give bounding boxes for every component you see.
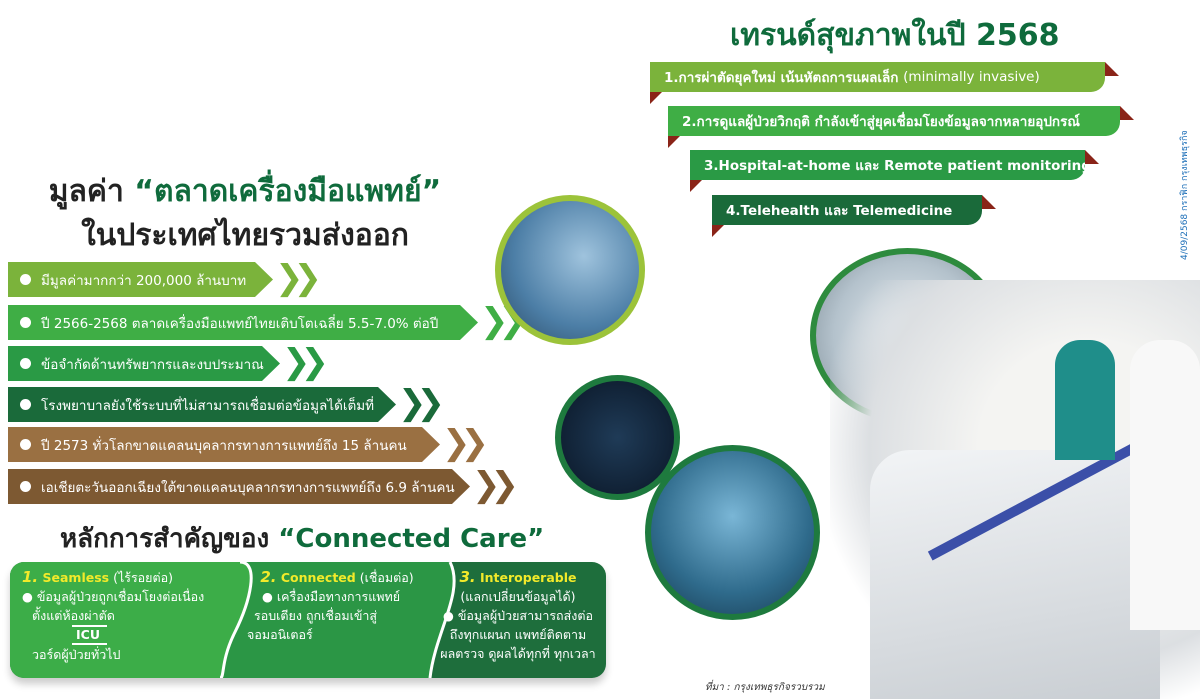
principle-sub: (เชื่อมต่อ) [359,570,414,585]
trend-label: 2.การดูแลผู้ป่วยวิกฤติ กำลังเข้าสู่ยุคเช… [682,114,1080,130]
principle-1: 1. Seamless (ไร้รอยต่อ) ● ข้อมูลผู้ป่วยถ… [12,562,237,678]
market-bullet: ข้อจำกัดด้านทรัพยากรและงบประมาณ [8,346,280,381]
principle-line: ● เครื่องมือทางการแพทย์ [262,589,401,604]
principle-num: 3. [459,568,476,586]
trend-label: 1.การผ่าตัดยุคใหม่ เน้นหัตถการแผลเล็ก [664,70,899,86]
wave-background [10,562,456,678]
photo-hospital-bed [830,280,1200,699]
title-highlight: “ตลาดเครื่องมือแพทย์” [134,174,442,209]
side-credit: 4/09/2568 กราฟิก กรุงเทพธุรกิจ [1180,130,1190,260]
principle-line: จอมอนิเตอร์ [247,627,313,642]
chevron-arrows-icon: ❯❯ [282,342,329,382]
principle-2: 2. Connected (เชื่อมต่อ) ● เครื่องมือทาง… [232,562,442,678]
trends-title: เทรนด์สุขภาพในปี 2568 [730,18,1060,53]
principle-name: Seamless [42,570,110,585]
market-bullet: เอเชียตะวันออกเฉียงใต้ขาดแคลนบุคลากรทางก… [8,469,470,504]
principle-3: 3. Interoperable (แลกเปลี่ยนข้อมูลได้) ●… [430,562,606,678]
title-prefix: มูลค่า [48,174,135,209]
title-line2: ในประเทศไทยรวมส่งออก [81,218,409,253]
principle-sub: (ไร้รอยต่อ) [113,570,174,585]
market-bullet: โรงพยาบาลยังใช้ระบบที่ไม่สามารถเชื่อมต่อ… [8,387,396,422]
bullet-text: โรงพยาบาลยังใช้ระบบที่ไม่สามารถเชื่อมต่อ… [41,397,375,414]
bullet-dot-icon [20,274,31,285]
market-bullet: ปี 2573 ทั่วโลกขาดแคลนบุคลากรทางการแพทย์… [8,427,440,462]
bullet-dot-icon [20,358,31,369]
photo-operating-room [645,445,820,620]
principle-num: 1. [22,568,39,586]
principle-line: ผลตรวจ ดูผลได้ทุกที่ ทุกเวลา [440,646,596,661]
bullet-text: ปี 2573 ทั่วโลกขาดแคลนบุคลากรทางการแพทย์… [41,437,407,454]
bullet-dot-icon [20,439,31,450]
principle-line: ● ข้อมูลผู้ป่วยสามารถส่งต่อ [443,608,593,623]
chevron-arrows-icon: ❯❯ [275,258,322,298]
principle-name: Connected [280,570,356,585]
chevron-arrows-icon: ❯❯ [442,423,489,463]
market-bullet: มีมูลค่ามากกว่า 200,000 ล้านบาท [8,262,273,297]
connected-care-title: หลักการสำคัญของ “Connected Care” [60,518,544,559]
principle-sub: (แลกเปลี่ยนข้อมูลได้) [460,589,576,604]
bullet-dot-icon [20,481,31,492]
trend-item-1: 1.การผ่าตัดยุคใหม่ เน้นหัตถการแผลเล็ก (m… [650,62,1119,92]
principle-line: ตั้งแต่ห้องผ่าตัด [32,608,115,623]
principle-name: Interoperable [480,570,577,585]
trend-label: 4.Telehealth และ Telemedicine [726,203,953,219]
bullet-dot-icon [20,399,31,410]
cc-title-highlight: “Connected Care” [278,524,545,554]
cc-title-prefix: หลักการสำคัญของ [60,524,279,554]
icu-label: ICU [72,625,107,645]
market-title: มูลค่า “ตลาดเครื่องมือแพทย์” ในประเทศไทย… [20,170,470,258]
bullet-text: ปี 2566-2568 ตลาดเครื่องมือแพทย์ไทยเติบโ… [41,315,439,332]
source-note: ที่มา : กรุงเทพธุรกิจรวบรวม [705,682,825,693]
bullet-dot-icon [20,317,31,328]
bullet-text: ข้อจำกัดด้านทรัพยากรและงบประมาณ [41,356,264,373]
market-bullet: ปี 2566-2568 ตลาดเครื่องมือแพทย์ไทยเติบโ… [8,305,478,340]
photo-vital-monitor [555,375,680,500]
trend-extra: (minimally invasive) [903,69,1040,85]
bullet-text: มีมูลค่ามากกว่า 200,000 ล้านบาท [41,272,247,289]
principle-line: รอบเตียง ถูกเชื่อมเข้าสู่ [254,608,378,623]
bullet-text: เอเชียตะวันออกเฉียงใต้ขาดแคลนบุคลากรทางก… [41,479,455,496]
photo-surgery-team [495,195,645,345]
principle-line: ● ข้อมูลผู้ป่วยถูกเชื่อมโยงต่อเนื่อง [22,589,205,604]
trend-item-4: 4.Telehealth และ Telemedicine [712,195,996,225]
principle-line: วอร์ดผู้ป่วยทั่วไป [32,647,121,662]
principle-num: 2. [260,568,277,586]
connected-care-box: 1. Seamless (ไร้รอยต่อ) ● ข้อมูลผู้ป่วยถ… [10,562,606,678]
trend-item-3: 3.Hospital-at-home และ Remote patient mo… [690,150,1099,180]
trend-item-2: 2.การดูแลผู้ป่วยวิกฤติ กำลังเข้าสู่ยุคเช… [668,106,1134,136]
chevron-arrows-icon: ❯❯ [398,383,445,423]
trend-label: 3.Hospital-at-home และ Remote patient mo… [704,158,1091,174]
chevron-arrows-icon: ❯❯ [472,465,519,505]
principle-line: ถึงทุกแผนก แพทย์ติดตาม [449,627,587,642]
